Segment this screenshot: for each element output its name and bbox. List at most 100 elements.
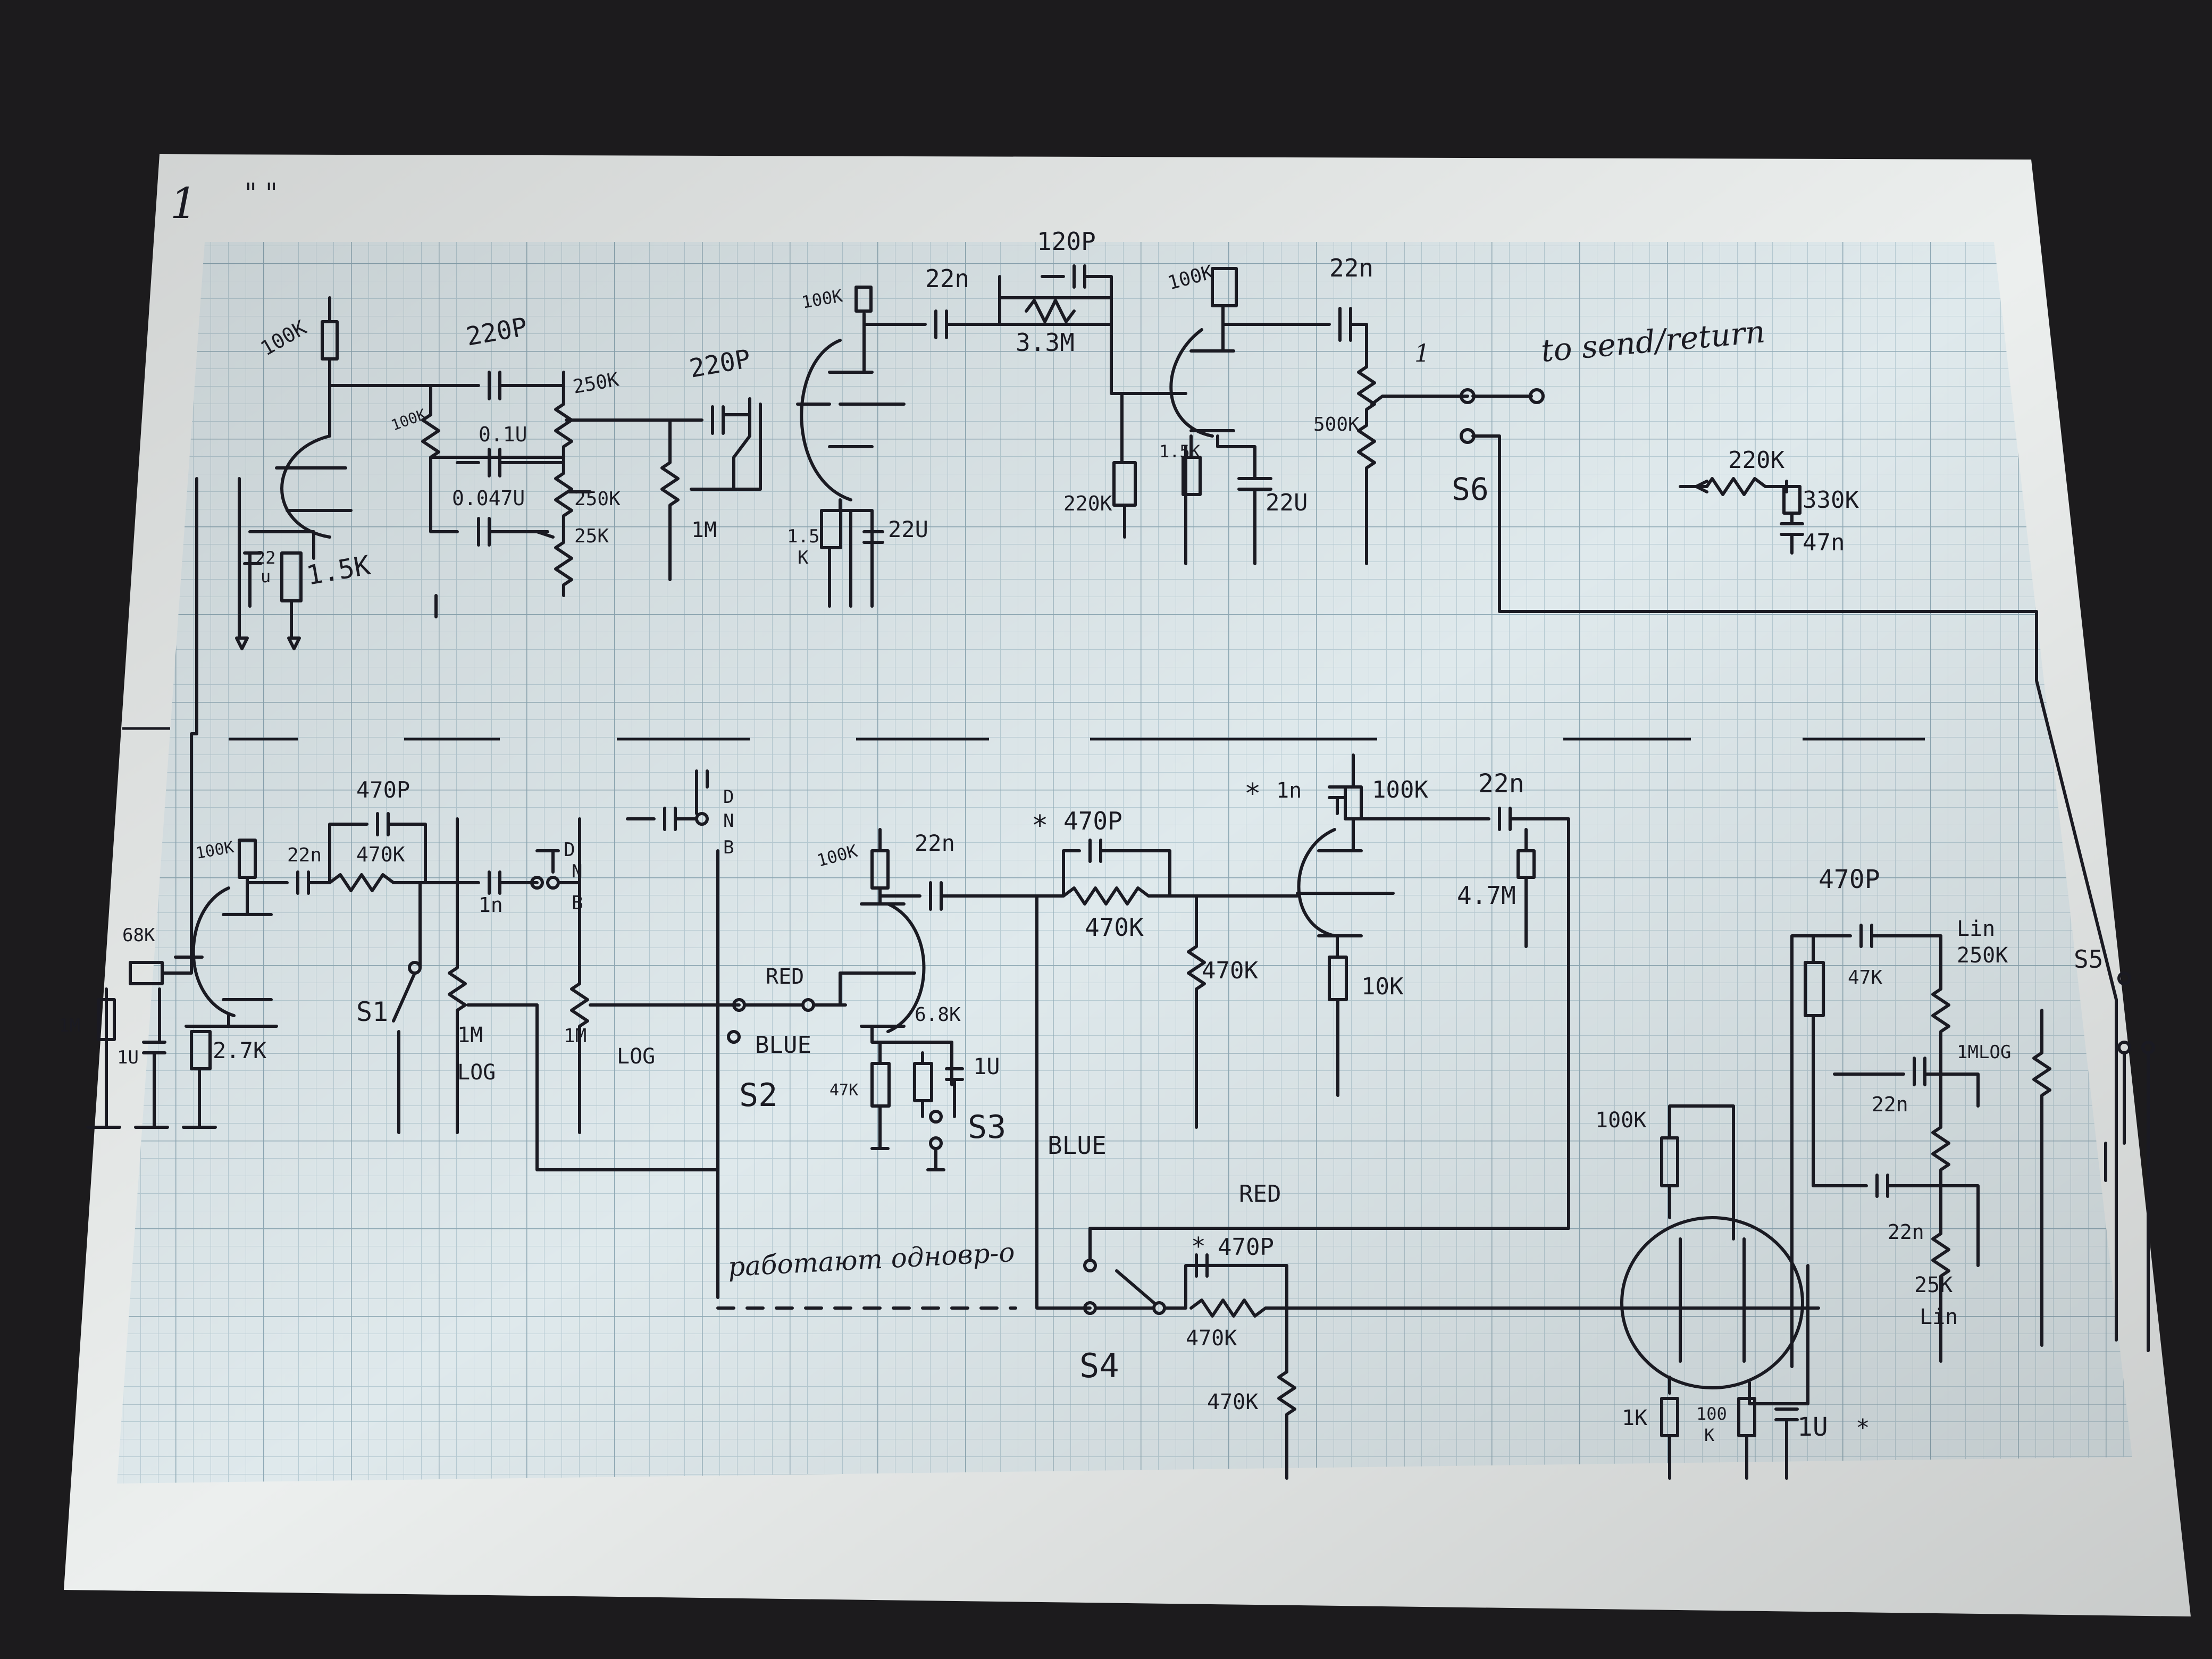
label-lin-a: Lin xyxy=(1957,917,1995,941)
label-1n-b: 1n xyxy=(1276,778,1302,803)
label-s1: S1 xyxy=(356,996,388,1027)
label-1u-a: 1U xyxy=(117,1047,139,1068)
pot-1m-log-b xyxy=(570,817,589,1134)
label-switch-b-b: B xyxy=(572,892,583,914)
label-22u-c: 22U xyxy=(1266,489,1308,516)
label-3.3m: 3.3M xyxy=(1016,328,1075,357)
label-switch-n-b: N xyxy=(572,861,582,882)
label-1u-b: 1U xyxy=(973,1053,1000,1079)
label-470k-c: 470K xyxy=(1202,957,1258,984)
label-1.5-b-unit: K xyxy=(798,547,809,568)
label-1m-log-a: 1M xyxy=(457,1023,483,1048)
label-switch-b-a: B xyxy=(723,837,734,858)
label-22u-a-unit: u xyxy=(261,566,271,586)
pot-500k xyxy=(1357,365,1376,565)
tube-v7 xyxy=(1620,1216,1804,1389)
label-22n-d: 22n xyxy=(915,830,955,856)
resistor-100k-b xyxy=(421,384,565,459)
label-s6: S6 xyxy=(1452,471,1489,507)
label-1mlog: 1MLOG xyxy=(1957,1042,2011,1063)
label-470k-a: 470K xyxy=(356,843,405,866)
label-250k-c: 250K xyxy=(1957,943,2008,968)
label-star-b: * xyxy=(1244,778,1261,810)
label-2.7k: 2.7K xyxy=(213,1037,267,1063)
schematic-ink xyxy=(86,264,2155,1480)
label-blue-a: BLUE xyxy=(755,1032,811,1059)
label-1n-a: 1n xyxy=(479,893,503,917)
pot-1m-a xyxy=(660,418,680,581)
label-red-a: RED xyxy=(766,965,804,989)
resistor-1.5k-c xyxy=(1182,456,1202,496)
label-star-a: * xyxy=(1032,810,1048,842)
tube-v4 xyxy=(174,886,273,1017)
label-47k-b: 47K xyxy=(1848,967,1882,988)
label-47n-net: 47n xyxy=(1803,529,1845,556)
label-100k-i-unit: K xyxy=(1704,1425,1715,1445)
tube-v1 xyxy=(275,434,353,539)
label-log-a: LOG xyxy=(457,1060,496,1085)
label-470k-d: 470K xyxy=(1186,1326,1237,1351)
label-120p: 120P xyxy=(1037,227,1096,256)
label-22n-e: 22n xyxy=(1478,769,1524,799)
label-330k-net: 330K xyxy=(1803,487,1859,514)
label-1.5k-c: 1.5K xyxy=(1159,441,1201,462)
label-blue-b: BLUE xyxy=(1048,1131,1107,1160)
label-switch-n-a: N xyxy=(723,810,734,832)
label-0.1u: 0.1U xyxy=(479,423,527,446)
label-500k: 500K xyxy=(1313,414,1360,435)
resistor-3.3m xyxy=(1025,299,1076,323)
separator-lines xyxy=(122,727,1925,741)
label-47k: 47K xyxy=(830,1081,858,1100)
label-22u-a: 22 xyxy=(255,548,276,568)
label-1m-log-b: 1M xyxy=(564,1025,586,1047)
label-470k-e: 470K xyxy=(1207,1390,1258,1414)
label-25k-b: 25K xyxy=(1914,1273,1953,1297)
label-22n-a: 22n xyxy=(925,264,969,293)
label-1k: 1K xyxy=(1622,1406,1647,1430)
label-s3: S3 xyxy=(968,1109,1006,1146)
label-100k-h: 100K xyxy=(1595,1108,1646,1133)
marker-1: 1 xyxy=(1414,339,1430,367)
label-470p-b: 470P xyxy=(1063,807,1122,835)
label-10k: 10K xyxy=(1361,973,1404,1000)
label-4.7m: 4.7M xyxy=(1457,881,1516,910)
tube-v3 xyxy=(1152,328,1235,438)
label-s2: S2 xyxy=(739,1077,777,1114)
label-1m-a: 1M xyxy=(691,518,717,542)
label-red-b: RED xyxy=(1239,1180,1281,1208)
label-6.8k-b: 6.8K xyxy=(915,1004,961,1026)
label-470p-a: 470P xyxy=(356,777,410,803)
label-s5: S5 xyxy=(2074,945,2103,974)
label-470p-d: 470P xyxy=(1819,865,1880,894)
tone-pots xyxy=(554,371,573,597)
corner-marks: " " xyxy=(245,178,278,208)
label-s4: S4 xyxy=(1079,1346,1119,1385)
label-log-b: LOG xyxy=(617,1044,655,1069)
label-1m-b: 1M xyxy=(58,1015,80,1036)
label-1u-c: 1U xyxy=(1797,1412,1828,1442)
label-220k-a: 220K xyxy=(1063,492,1112,515)
label-22n-c: 22n xyxy=(287,844,322,866)
corner-note: 1 xyxy=(170,179,197,228)
resistor-100k-c xyxy=(854,286,873,313)
label-0.047u: 0.047U xyxy=(452,487,525,510)
pot-1m-log-a xyxy=(448,817,467,1134)
label-22n-b: 22n xyxy=(1329,254,1373,282)
label-star-d: * xyxy=(1856,1414,1870,1442)
label-220k-net: 220K xyxy=(1728,447,1784,474)
tube-v5 xyxy=(839,902,926,1033)
label-250k-b: 250K xyxy=(574,488,621,510)
label-470k-b: 470K xyxy=(1085,913,1144,942)
label-100k-i: 100 xyxy=(1696,1404,1727,1424)
label-switch-d-b: D xyxy=(564,839,575,861)
label-100k-g: 100K xyxy=(1372,776,1428,803)
label-470p-c: 470P xyxy=(1218,1234,1274,1261)
label-25k-a: 25K xyxy=(574,525,609,547)
label-1.5-b: 1.5 xyxy=(787,526,819,547)
label-22u-b: 22U xyxy=(888,516,928,542)
label-lin-b: Lin xyxy=(1920,1305,1958,1329)
label-star-c: * xyxy=(1191,1232,1206,1261)
